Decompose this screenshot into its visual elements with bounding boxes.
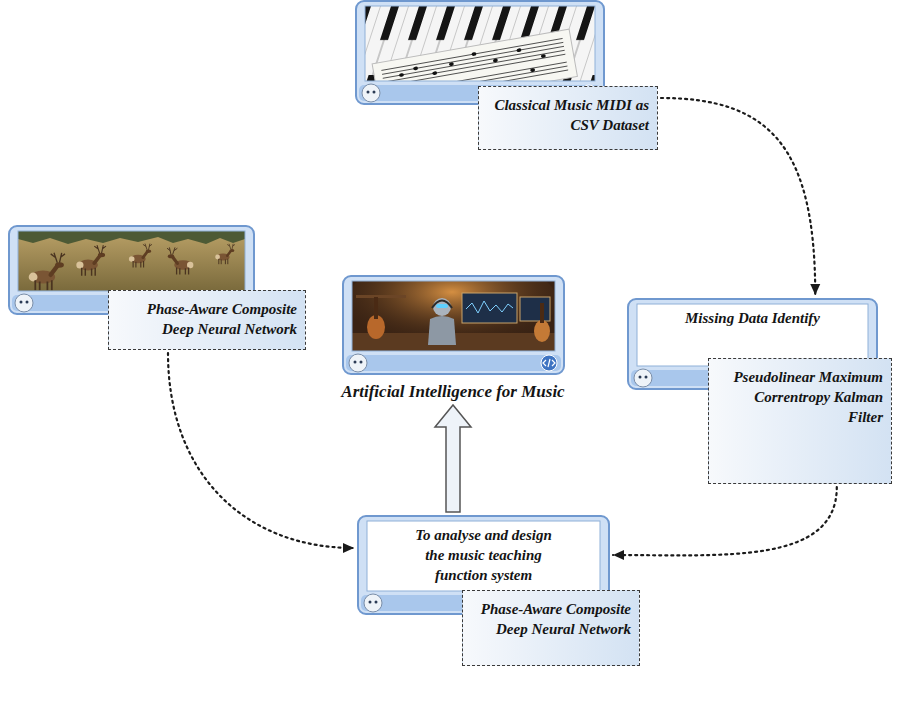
dotted-connector — [168, 353, 354, 548]
robot-visor — [436, 304, 448, 308]
node-label: Phase-Aware Composite Deep Neural Networ… — [123, 299, 297, 339]
method-label-box: Pseudolinear Maximum Correntropy Kalman … — [708, 358, 892, 484]
monitor — [520, 297, 550, 321]
sheet-music — [372, 29, 577, 81]
elk-figure — [215, 244, 235, 264]
guitar — [534, 320, 550, 342]
robot-body — [428, 316, 456, 345]
mascot-icon — [362, 84, 380, 102]
node-text-block: Artificial Intelligence for Music — [318, 275, 588, 403]
robot-head — [433, 298, 451, 316]
node-label: Pseudolinear Maximum Correntropy Kalman … — [723, 367, 883, 427]
node-label: Phase-Aware Composite Deep Neural Networ… — [477, 599, 631, 639]
node-text-block: Phase-Aware Composite Deep Neural Networ… — [463, 591, 639, 647]
elk-figure — [167, 247, 193, 274]
monitor — [462, 293, 517, 323]
sheet-paper — [372, 29, 577, 81]
dotted-connector — [661, 98, 815, 295]
code-icon — [541, 355, 557, 371]
mascot-icon — [349, 354, 367, 372]
mascot-icon — [15, 294, 33, 312]
panel-band — [346, 355, 561, 371]
central-caption: Artificial Intelligence for Music — [318, 381, 588, 403]
method-label-box: Phase-Aware Composite Deep Neural Networ… — [108, 290, 306, 350]
node-label: To analyse and design the music teaching… — [407, 525, 560, 585]
staff-lines — [381, 38, 568, 81]
elk-image — [18, 231, 245, 291]
node-label: Classical Music MIDI as CSV Dataset — [493, 95, 649, 135]
method-label-box: Phase-Aware Composite Deep Neural Networ… — [462, 590, 640, 666]
panel-screen — [637, 304, 868, 366]
grass — [18, 231, 245, 291]
shelf — [356, 295, 406, 298]
method-label-box: Classical Music MIDI as CSV Dataset — [478, 86, 658, 150]
dotted-connector — [613, 487, 837, 555]
headphones — [432, 301, 452, 309]
guitar-neck — [540, 303, 544, 323]
node-text-block: Phase-Aware Composite Deep Neural Networ… — [109, 291, 305, 347]
node-text-block: Missing Data Identify — [627, 298, 878, 358]
central-node: Artificial Intelligence for Music — [318, 275, 588, 403]
studio-image — [352, 281, 555, 351]
studio-panel — [343, 256, 564, 374]
elk-figure — [29, 253, 65, 290]
panel-screen — [367, 521, 600, 591]
notes — [397, 40, 549, 81]
waveform — [466, 301, 513, 313]
elk-figure — [76, 245, 106, 276]
mascot-icon — [634, 369, 652, 387]
screen-border — [18, 231, 245, 291]
screen-border — [365, 6, 595, 81]
guitar-neck — [374, 297, 378, 319]
node-text-block: Classical Music MIDI as CSV Dataset — [479, 87, 657, 143]
node-text-block: Pseudolinear Maximum Correntropy Kalman … — [709, 359, 891, 435]
node-label: Missing Data Identify — [677, 308, 828, 328]
tree-line — [18, 231, 245, 244]
elk-figure — [129, 244, 152, 268]
hollow-arrow — [435, 405, 471, 512]
screen-border — [352, 281, 555, 351]
piano-image — [365, 6, 595, 81]
mascot-icon — [364, 594, 382, 612]
